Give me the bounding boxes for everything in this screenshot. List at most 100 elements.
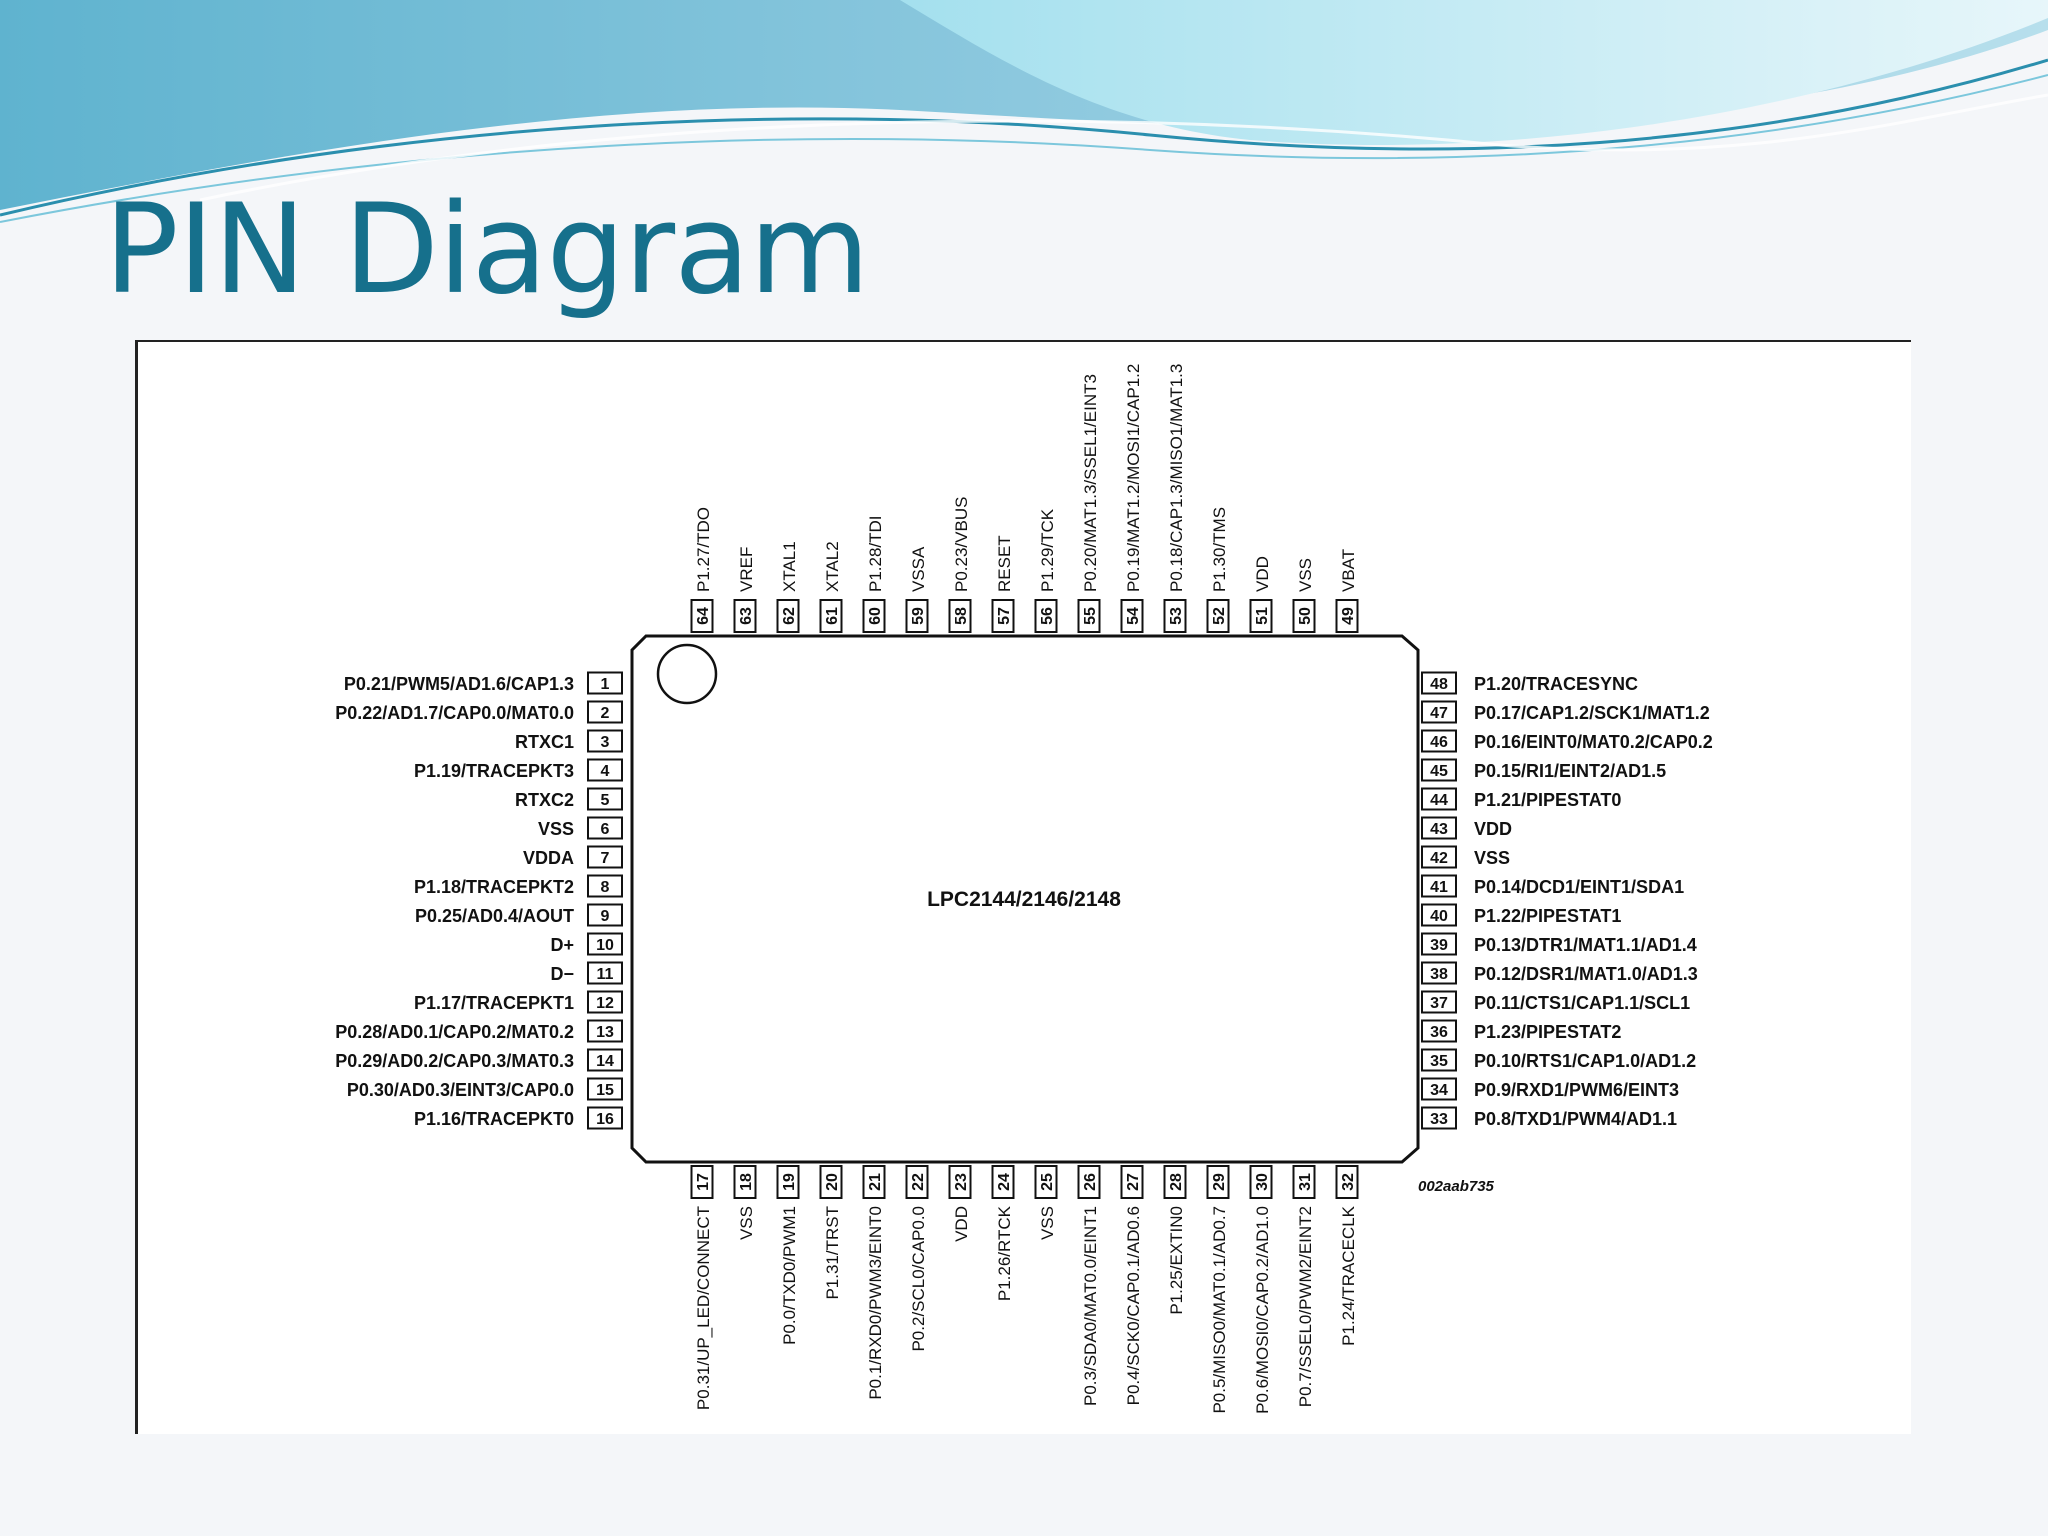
pin-label-10: D+ — [550, 935, 574, 955]
pin-number-22: 22 — [910, 1173, 927, 1191]
pin-label-48: P1.20/TRACESYNC — [1474, 674, 1638, 694]
pin-label-6: VSS — [538, 819, 574, 839]
pin-box-left-11 — [587, 961, 623, 985]
pin-box-bottom-26 — [1077, 1165, 1101, 1199]
pin-number-53: 53 — [1168, 607, 1185, 625]
pin-box-bottom-17 — [690, 1165, 714, 1199]
pin-label-41: P0.14/DCD1/EINT1/SDA1 — [1474, 877, 1684, 897]
pin-label-35: P0.10/RTS1/CAP1.0/AD1.2 — [1474, 1051, 1696, 1071]
pin-label-33: P0.8/TXD1/PWM4/AD1.1 — [1474, 1109, 1677, 1129]
pin-box-right-48 — [1421, 671, 1457, 695]
pin-number-63: 63 — [738, 607, 755, 625]
pin-box-right-34 — [1421, 1077, 1457, 1101]
pin-label-43: VDD — [1474, 819, 1512, 839]
pin-number-5: 5 — [601, 792, 610, 809]
pin-number-45: 45 — [1430, 763, 1448, 780]
pin-label-32: P1.24/TRACECLK — [1339, 1205, 1358, 1345]
pin-label-24: P1.26/RTCK — [995, 1205, 1014, 1301]
pin-box-right-45 — [1421, 758, 1457, 782]
pin-box-top-63 — [733, 599, 757, 633]
pin-number-42: 42 — [1430, 850, 1448, 867]
pin-box-top-59 — [905, 599, 929, 633]
pin1-marker — [656, 643, 718, 705]
pin-label-30: P0.6/MOSI0/CAP0.2/AD1.0 — [1253, 1206, 1272, 1414]
pin-label-61: XTAL2 — [823, 541, 842, 592]
pin-label-51: VDD — [1253, 556, 1272, 592]
pin-box-bottom-27 — [1120, 1165, 1144, 1199]
pin-number-59: 59 — [910, 607, 927, 625]
pin-label-53: P0.18/CAP1.3/MISO1/MAT1.3 — [1167, 364, 1186, 592]
pin-label-2: P0.22/AD1.7/CAP0.0/MAT0.0 — [335, 703, 574, 723]
pin-number-7: 7 — [601, 850, 610, 867]
pin-number-34: 34 — [1430, 1082, 1448, 1099]
pin-box-bottom-19 — [776, 1165, 800, 1199]
pin-number-26: 26 — [1082, 1173, 1099, 1191]
pin-number-38: 38 — [1430, 966, 1448, 983]
pin-number-15: 15 — [596, 1082, 614, 1099]
pin-box-right-33 — [1421, 1106, 1457, 1130]
pin-number-55: 55 — [1082, 607, 1099, 625]
pin-label-36: P1.23/PIPESTAT2 — [1474, 1022, 1621, 1042]
pin-number-23: 23 — [953, 1173, 970, 1191]
pin-label-14: P0.29/AD0.2/CAP0.3/MAT0.3 — [335, 1051, 574, 1071]
pin-number-50: 50 — [1297, 607, 1314, 625]
pin-label-29: P0.5/MISO0/MAT0.1/AD0.7 — [1210, 1206, 1229, 1414]
pin-box-right-42 — [1421, 845, 1457, 869]
pin-box-bottom-22 — [905, 1165, 929, 1199]
pin-number-51: 51 — [1254, 607, 1271, 625]
pin-number-8: 8 — [601, 879, 610, 896]
pin-label-19: P0.0/TXD0/PWM1 — [780, 1206, 799, 1345]
pin-label-21: P0.1/RXD0/PWM3/EINT0 — [866, 1206, 885, 1400]
pin-number-4: 4 — [601, 763, 610, 780]
chip-body — [630, 634, 1420, 1164]
pin-box-bottom-18 — [733, 1165, 757, 1199]
chip-name: LPC2144/2146/2148 — [927, 888, 1121, 911]
pin-label-12: P1.17/TRACEPKT1 — [414, 993, 574, 1013]
pin-box-right-47 — [1421, 700, 1457, 724]
pin-number-61: 61 — [824, 607, 841, 625]
pin-number-17: 17 — [695, 1173, 712, 1191]
pin-box-left-16 — [587, 1106, 623, 1130]
pin-box-left-15 — [587, 1077, 623, 1101]
pin-number-43: 43 — [1430, 821, 1448, 838]
pin-box-top-56 — [1034, 599, 1058, 633]
pin-number-41: 41 — [1430, 879, 1448, 896]
pin-box-top-62 — [776, 599, 800, 633]
pin-number-3: 3 — [601, 734, 610, 751]
figure-code: 002aab735 — [1418, 1178, 1495, 1195]
pin-label-47: P0.17/CAP1.2/SCK1/MAT1.2 — [1474, 703, 1710, 723]
pin-box-top-54 — [1120, 599, 1144, 633]
pin-box-left-7 — [587, 845, 623, 869]
pin-box-right-46 — [1421, 729, 1457, 753]
pin-number-47: 47 — [1430, 705, 1448, 722]
pin-label-18: VSS — [737, 1206, 756, 1240]
pin-label-40: P1.22/PIPESTAT1 — [1474, 906, 1621, 926]
pin-box-left-14 — [587, 1048, 623, 1072]
pin-number-9: 9 — [601, 908, 610, 925]
pin-box-bottom-20 — [819, 1165, 843, 1199]
pin-number-57: 57 — [996, 607, 1013, 625]
pin-box-bottom-23 — [948, 1165, 972, 1199]
pin-label-60: P1.28/TDI — [866, 515, 885, 592]
pin-box-bottom-32 — [1335, 1165, 1359, 1199]
pin-label-1: P0.21/PWM5/AD1.6/CAP1.3 — [344, 674, 574, 694]
pin-number-2: 2 — [601, 705, 610, 722]
pin-label-49: VBAT — [1339, 549, 1358, 592]
pin-label-16: P1.16/TRACEPKT0 — [414, 1109, 574, 1129]
pin-number-18: 18 — [738, 1173, 755, 1191]
pin-label-59: VSSA — [909, 546, 928, 592]
pin-box-top-52 — [1206, 599, 1230, 633]
pin-box-left-2 — [587, 700, 623, 724]
pin-box-left-1 — [587, 671, 623, 695]
pin-box-right-44 — [1421, 787, 1457, 811]
pin-box-bottom-31 — [1292, 1165, 1316, 1199]
pin-label-25: VSS — [1038, 1206, 1057, 1240]
pin-label-38: P0.12/DSR1/MAT1.0/AD1.3 — [1474, 964, 1698, 984]
pin-number-14: 14 — [596, 1053, 614, 1070]
pin-number-54: 54 — [1125, 607, 1142, 625]
pin-number-60: 60 — [867, 607, 884, 625]
pin-number-20: 20 — [824, 1173, 841, 1191]
pin-label-3: RTXC1 — [515, 732, 574, 752]
pin-box-top-60 — [862, 599, 886, 633]
pin-box-left-3 — [587, 729, 623, 753]
